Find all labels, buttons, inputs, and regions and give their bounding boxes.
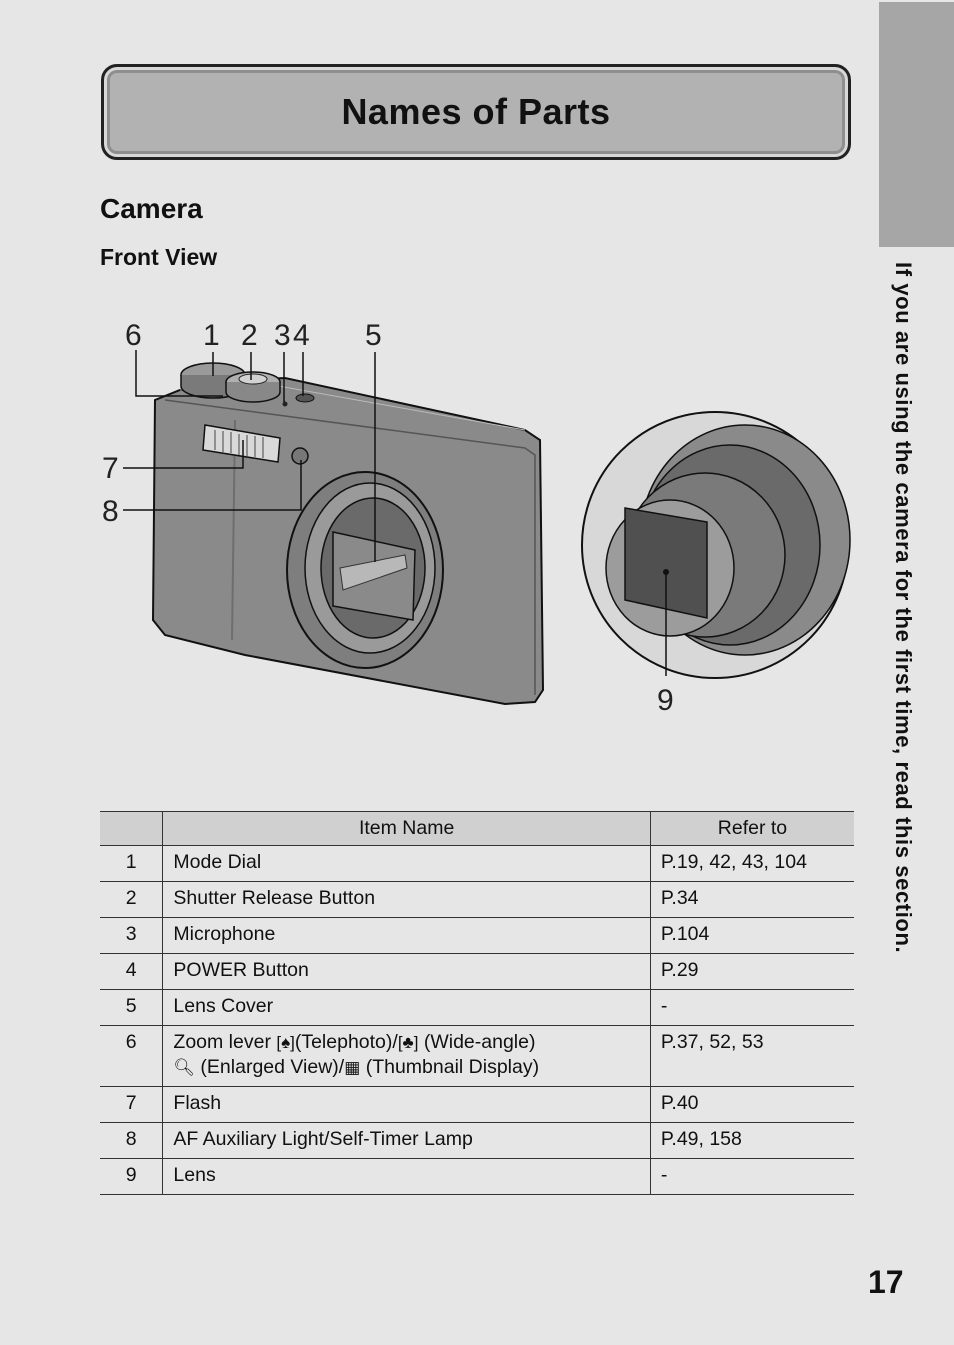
row-refer-to: P.37, 52, 53 bbox=[649, 1025, 854, 1087]
row-item-name: Mode Dial bbox=[162, 845, 651, 882]
magnifier-icon: 🔍︎ bbox=[173, 1058, 195, 1077]
camera-front-view-illustration: 6 1 2 3 4 5 7 8 9 bbox=[102, 319, 851, 717]
row-number: 9 bbox=[100, 1158, 163, 1195]
callout-9: 9 bbox=[657, 684, 674, 717]
section-tab-label: If you are using the camera for the firs… bbox=[891, 262, 916, 954]
table-row: 7 Flash P.40 bbox=[100, 1086, 854, 1123]
row-number: 2 bbox=[100, 881, 163, 918]
section-tab bbox=[879, 2, 954, 247]
parts-table: Item Name Refer to 1 Mode Dial P.19, 42,… bbox=[100, 811, 854, 1195]
row-refer-to: - bbox=[649, 989, 854, 1026]
table-row: 9 Lens - bbox=[100, 1158, 854, 1195]
table-row: 2 Shutter Release Button P.34 bbox=[100, 881, 854, 918]
callout-8: 8 bbox=[102, 495, 119, 528]
callout-2: 2 bbox=[241, 319, 258, 352]
row-number: 7 bbox=[100, 1086, 163, 1123]
subsection-heading: Front View bbox=[100, 244, 218, 270]
page-number: 17 bbox=[868, 1264, 904, 1300]
table-row: 4 POWER Button P.29 bbox=[100, 953, 854, 990]
row-refer-to: P.19, 42, 43, 104 bbox=[649, 845, 854, 882]
wide-angle-label: (Wide-angle) bbox=[423, 1031, 536, 1053]
title-box: Names of Parts bbox=[101, 64, 851, 160]
thumbnail-icon: ▦ bbox=[344, 1058, 361, 1077]
row-item-name: Lens Cover bbox=[162, 989, 651, 1026]
callout-7: 7 bbox=[102, 452, 119, 485]
row-number: 4 bbox=[100, 953, 163, 990]
callout-3: 3 bbox=[274, 319, 291, 352]
microphone bbox=[282, 401, 288, 407]
row-item-name: Zoom lever [♠](Telephoto)/[♣] (Wide-angl… bbox=[162, 1025, 651, 1087]
row-item-name: Flash bbox=[162, 1086, 651, 1123]
wide-angle-icon: [♣] bbox=[397, 1033, 419, 1052]
row-refer-to: P.40 bbox=[649, 1086, 854, 1123]
row-number: 3 bbox=[100, 917, 163, 954]
callout-6: 6 bbox=[125, 319, 142, 352]
af-lamp bbox=[291, 447, 309, 465]
flash bbox=[202, 424, 281, 463]
lens-zoom-inset bbox=[581, 411, 851, 679]
row-number: 8 bbox=[100, 1122, 163, 1159]
row-refer-to: P.104 bbox=[649, 917, 854, 954]
page-title: Names of Parts bbox=[341, 91, 611, 132]
callout-5: 5 bbox=[365, 319, 382, 352]
row-item-name: Lens bbox=[162, 1158, 651, 1195]
thumbnail-display-label: (Thumbnail Display) bbox=[365, 1056, 540, 1078]
row-number: 5 bbox=[100, 989, 163, 1026]
header-item-name: Item Name bbox=[162, 811, 651, 846]
header-number bbox=[100, 811, 163, 846]
power-button bbox=[295, 393, 315, 403]
row-item-name: POWER Button bbox=[162, 953, 651, 990]
table-header-row: Item Name Refer to bbox=[100, 811, 854, 846]
enlarged-view-label: (Enlarged View)/ bbox=[200, 1056, 345, 1078]
row-item-name: Microphone bbox=[162, 917, 651, 954]
section-heading: Camera bbox=[100, 193, 203, 224]
row-number: 6 bbox=[100, 1025, 163, 1087]
table-row: 6 Zoom lever [♠](Telephoto)/[♣] (Wide-an… bbox=[100, 1025, 854, 1087]
row-number: 1 bbox=[100, 845, 163, 882]
shutter-release-button bbox=[225, 371, 281, 403]
zoom-lever-label: Zoom lever bbox=[173, 1031, 271, 1053]
callout-4: 4 bbox=[293, 319, 310, 352]
row-refer-to: P.49, 158 bbox=[649, 1122, 854, 1159]
table-row: 3 Microphone P.104 bbox=[100, 917, 854, 954]
table-row: 8 AF Auxiliary Light/Self-Timer Lamp P.4… bbox=[100, 1122, 854, 1159]
row-refer-to: P.29 bbox=[649, 953, 854, 990]
table-row: 1 Mode Dial P.19, 42, 43, 104 bbox=[100, 845, 854, 882]
camera-lens bbox=[286, 471, 444, 669]
telephoto-label: (Telephoto)/ bbox=[294, 1031, 398, 1053]
row-item-name: AF Auxiliary Light/Self-Timer Lamp bbox=[162, 1122, 651, 1159]
row-item-name: Shutter Release Button bbox=[162, 881, 651, 918]
table-row: 5 Lens Cover - bbox=[100, 989, 854, 1026]
row-refer-to: P.34 bbox=[649, 881, 854, 918]
header-refer-to: Refer to bbox=[649, 811, 854, 846]
row-refer-to: - bbox=[649, 1158, 854, 1195]
callout-1: 1 bbox=[203, 319, 220, 352]
telephoto-icon: [♠] bbox=[276, 1033, 295, 1052]
